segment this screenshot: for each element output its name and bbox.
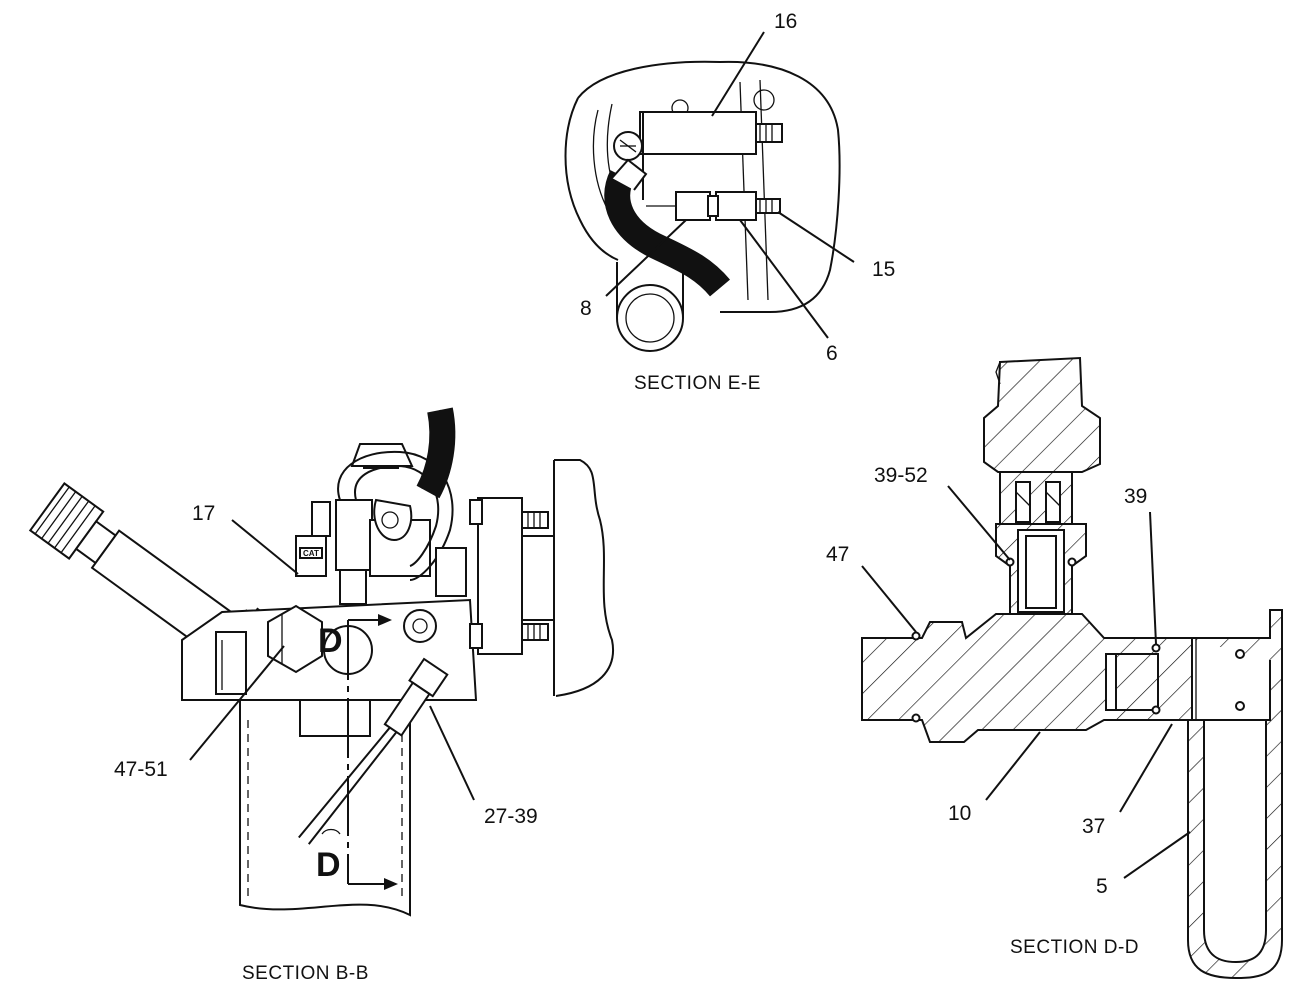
callout-47-51: 47-51 bbox=[114, 758, 168, 781]
leader-17 bbox=[231, 519, 299, 575]
callout-5: 5 bbox=[1096, 875, 1108, 898]
leader-15 bbox=[777, 211, 855, 263]
callout-27-39: 27-39 bbox=[484, 805, 538, 828]
leader-39 bbox=[1149, 511, 1157, 645]
leader-6 bbox=[739, 219, 829, 339]
leader-5 bbox=[1123, 831, 1191, 879]
section-e-e-view: 16 15 8 6 SECTION E-E bbox=[564, 10, 895, 394]
section-mark-d-top: D bbox=[318, 622, 343, 660]
leader-47-51 bbox=[189, 645, 285, 761]
caption-section-e-e: SECTION E-E bbox=[634, 373, 761, 394]
callout-39: 39 bbox=[1124, 485, 1147, 508]
section-b-b-view: CAT bbox=[28, 407, 614, 984]
leader-27-39 bbox=[429, 705, 475, 801]
section-mark-d-bottom: D bbox=[316, 846, 341, 884]
callout-8: 8 bbox=[580, 297, 592, 320]
leader-10 bbox=[985, 731, 1041, 801]
caption-section-d-d: SECTION D-D bbox=[1010, 937, 1139, 958]
callout-47: 47 bbox=[826, 543, 849, 566]
leader-47 bbox=[861, 565, 917, 633]
callout-15: 15 bbox=[872, 258, 895, 281]
section-d-d-view: 39-52 47 39 10 37 5 SECTION D-D bbox=[826, 356, 1283, 980]
leader-39-52 bbox=[947, 485, 1011, 561]
leader-16 bbox=[711, 31, 765, 117]
callout-16: 16 bbox=[774, 10, 797, 33]
caption-section-b-b: SECTION B-B bbox=[242, 963, 369, 984]
callout-6: 6 bbox=[826, 342, 838, 365]
leader-37 bbox=[1119, 723, 1173, 813]
callout-37: 37 bbox=[1082, 815, 1105, 838]
leader-8 bbox=[605, 219, 687, 297]
svg-text:CAT: CAT bbox=[303, 549, 319, 558]
callout-39-52: 39-52 bbox=[874, 464, 928, 487]
callout-17: 17 bbox=[192, 502, 215, 525]
callout-10: 10 bbox=[948, 802, 971, 825]
